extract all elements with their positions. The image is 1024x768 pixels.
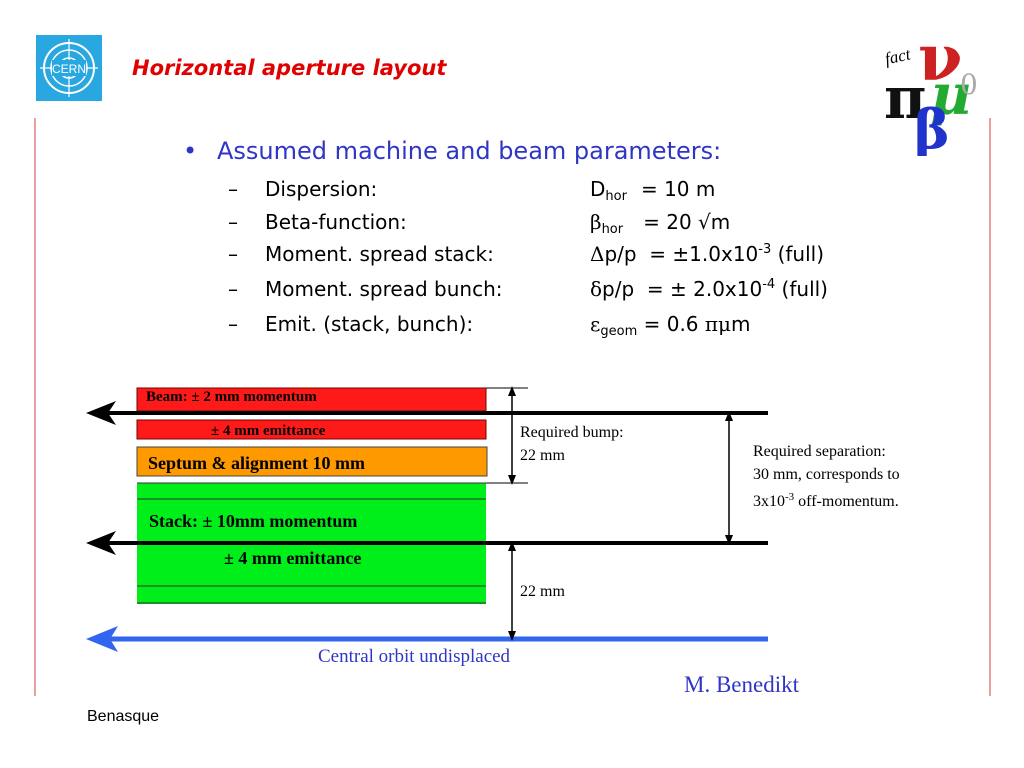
svg-text:μ: μ bbox=[930, 62, 971, 128]
param-subscript: hor bbox=[601, 222, 624, 237]
right-border-line bbox=[989, 118, 991, 696]
param-name: Moment. spread stack: bbox=[265, 242, 494, 266]
lower-gap-label: 22 mm bbox=[520, 583, 565, 600]
central-orbit-label: Central orbit undisplaced bbox=[318, 646, 511, 667]
left-border-line bbox=[34, 118, 36, 696]
required-separation-line-1: Required separation: bbox=[753, 443, 886, 460]
param-rest: = 10 m bbox=[640, 177, 716, 201]
central-orbit-arrowhead bbox=[86, 626, 118, 652]
param-subscript: geom bbox=[600, 324, 638, 339]
param-dash: – bbox=[228, 242, 238, 266]
param-value: εgeom = 0.6 πμm bbox=[590, 312, 751, 339]
param-dash: – bbox=[228, 177, 238, 201]
required-separation-label: Required separation: 30 mm, corresponds … bbox=[753, 440, 900, 513]
required-separation-line-2: 30 mm, corresponds to bbox=[753, 466, 900, 483]
required-bump-label: Required bump: 22 mm bbox=[520, 421, 624, 467]
cern-logo: CERN bbox=[36, 35, 102, 101]
param-name: Emit. (stack, bunch): bbox=[265, 312, 474, 336]
stack-orbit-arrowhead bbox=[86, 531, 116, 555]
stack-label: Stack: ± 10mm momentum bbox=[149, 511, 358, 531]
septum-label: Septum & alignment 10 mm bbox=[148, 453, 365, 473]
param-unit: m bbox=[731, 312, 751, 336]
param-dash: – bbox=[228, 277, 238, 301]
separation-suffix: off-momentum. bbox=[794, 493, 899, 510]
param-suffix: (full) bbox=[775, 277, 828, 301]
param-superscript: -3 bbox=[758, 242, 772, 257]
param-dash: – bbox=[228, 312, 238, 336]
required-bump-label-line-2: 22 mm bbox=[520, 447, 565, 464]
param-suffix: (full) bbox=[771, 242, 825, 266]
svg-text:0: 0 bbox=[960, 68, 978, 101]
beam-emittance-box bbox=[136, 419, 487, 440]
param-rest: p/p = ±1.0x10 bbox=[604, 242, 759, 266]
param-symbol: ε bbox=[590, 312, 601, 336]
beam-label: Beam: ± 2 mm momentum bbox=[146, 389, 317, 405]
required-separation-line-3: 3x10-3 off-momentum. bbox=[753, 486, 900, 513]
separation-exponent: -3 bbox=[785, 491, 795, 503]
param-subscript: hor bbox=[605, 189, 627, 204]
svg-text:β: β bbox=[914, 97, 950, 156]
param-value: Dhor = 10 m bbox=[590, 177, 715, 204]
separation-value: 3x10 bbox=[753, 493, 785, 510]
bullet-heading-text: Assumed machine and beam parameters: bbox=[217, 137, 722, 165]
cern-logo-text: CERN bbox=[52, 62, 86, 76]
svg-text:π: π bbox=[884, 64, 926, 132]
svg-text:ν: ν bbox=[918, 22, 962, 96]
param-superscript: -4 bbox=[762, 277, 776, 292]
param-dash: – bbox=[228, 210, 238, 234]
param-symbol: Δ bbox=[590, 242, 605, 266]
param-name: Moment. spread bunch: bbox=[265, 277, 503, 301]
bullet-symbol: • bbox=[183, 137, 198, 165]
beam-orbit-arrowhead bbox=[86, 401, 116, 425]
param-name: Dispersion: bbox=[265, 177, 378, 201]
beam-emittance-label: ± 4 mm emittance bbox=[211, 423, 326, 439]
bullet-heading: • Assumed machine and beam parameters: bbox=[183, 137, 721, 165]
param-value: δp/p = ± 2.0x10-4 (full) bbox=[590, 277, 828, 301]
param-name: Beta-function: bbox=[265, 210, 407, 234]
septum-box bbox=[136, 446, 488, 477]
page-title: Horizontal aperture layout bbox=[132, 56, 447, 80]
param-symbol: β bbox=[590, 210, 602, 234]
param-rest: p/p = ± 2.0x10 bbox=[602, 277, 763, 301]
author-name: M. Benedikt bbox=[684, 672, 799, 697]
required-bump-label-line-1: Required bump: bbox=[520, 424, 624, 441]
param-symbol: δ bbox=[590, 277, 603, 301]
footer-location: Benasque bbox=[87, 708, 160, 725]
param-rest: = 20 √m bbox=[643, 210, 731, 234]
param-symbol: D bbox=[590, 177, 606, 201]
stack-emittance-label: ± 4 mm emittance bbox=[224, 548, 362, 568]
param-value: βhor = 20 √m bbox=[590, 210, 730, 237]
param-symbol-2: πμ bbox=[704, 312, 732, 336]
neutrino-factory-logo: ν fact π μ 0 β bbox=[883, 21, 988, 161]
param-rest: = 0.6 bbox=[637, 312, 705, 336]
param-value: Δp/p = ±1.0x10-3 (full) bbox=[590, 242, 824, 266]
